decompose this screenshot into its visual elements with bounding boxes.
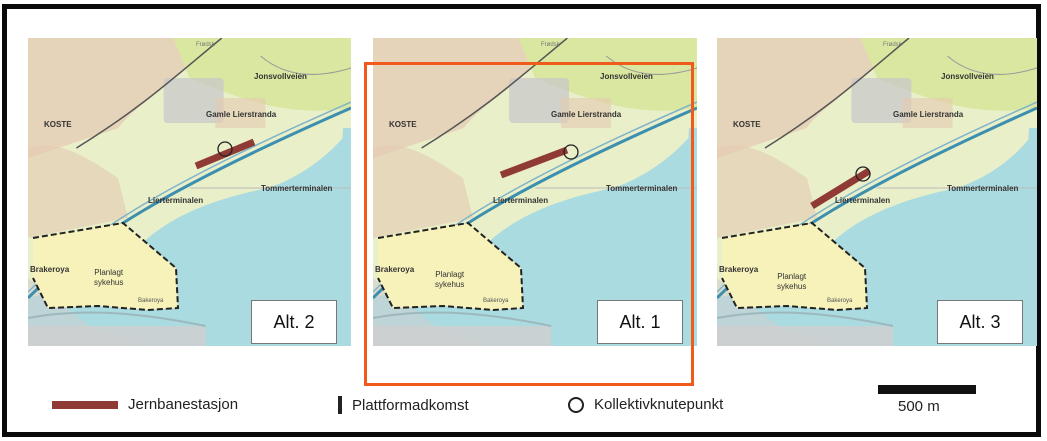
map-label-jonsvollveien: Jonsvollveien <box>254 72 307 81</box>
map-base <box>717 38 1037 346</box>
map-label-bakeroya-small: Bakeroya <box>138 298 164 304</box>
map-label-koste: KOSTE <box>389 120 417 129</box>
map-label-planlagt-sykehus: Planlagt sykehus <box>94 268 124 287</box>
map-label-planlagt-sykehus: Planlagt sykehus <box>435 270 465 289</box>
map-label-frodsk: Frødsk <box>883 42 902 48</box>
map-label-brakeroya: Brakeroya <box>375 265 415 274</box>
map-label-koste: KOSTE <box>44 120 72 129</box>
map-base <box>28 38 351 346</box>
map-label-tommerterminalen: Tommerterminalen <box>606 184 678 193</box>
scale-bar-label: 500 m <box>898 398 940 415</box>
map-label-jonsvollveien: Jonsvollveien <box>600 72 653 81</box>
legend-platform-access: Plattformadkomst <box>338 396 469 414</box>
alt-label: Alt. 1 <box>597 300 683 344</box>
legend-platform-access-label: Plattformadkomst <box>352 396 469 414</box>
map-label-brakeroya: Brakeroya <box>30 265 70 274</box>
legend-railway-station-label: Jernbanestasjon <box>128 396 239 413</box>
alt-label: Alt. 3 <box>937 300 1023 344</box>
selected-alternative-highlight <box>364 62 694 386</box>
alt-label: Alt. 2 <box>251 300 337 344</box>
map-label-bakeroya-small: Bakeroya <box>827 298 853 304</box>
railway-station-swatch-icon <box>52 400 118 409</box>
map-panel-alt-3[interactable]: KOSTE Jonsvollveien Gamle Lierstranda To… <box>717 38 1037 346</box>
map-label-gamle-lierstranda: Gamle Lierstranda <box>893 110 964 119</box>
map-label-frodsk: Frødsk <box>196 42 215 48</box>
map-label-planlagt-sykehus: Planlagt sykehus <box>777 272 807 291</box>
map-label-gamle-lierstranda: Gamle Lierstranda <box>551 110 622 119</box>
map-panel-alt-2[interactable]: KOSTE Jonsvollveien Gamle Lierstranda To… <box>28 38 351 346</box>
map-base <box>373 38 697 346</box>
map-label-gamle-lierstranda: Gamle Lierstranda <box>206 110 277 119</box>
map-label-jonsvollveien: Jonsvollveien <box>941 72 994 81</box>
map-label-frodsk: Frødsk <box>541 42 560 48</box>
legend-railway-station: Jernbanestasjon <box>52 396 238 413</box>
map-label-tommerterminalen: Tommerterminalen <box>947 184 1019 193</box>
map-label-lierterminalen: Lierterminalen <box>835 196 891 205</box>
circle-outline-icon <box>568 396 584 413</box>
map-label-lierterminalen: Lierterminalen <box>148 196 204 205</box>
map-panel-alt-1[interactable]: KOSTE Jonsvollveien Gamle Lierstranda To… <box>373 38 697 346</box>
map-legend: Jernbanestasjon Plattformadkomst Kollekt… <box>0 386 1047 436</box>
map-label-koste: KOSTE <box>733 120 761 129</box>
legend-transit-hub: Kollektivknutepunkt <box>568 396 723 413</box>
legend-transit-hub-label: Kollektivknutepunkt <box>594 396 724 413</box>
scale-bar <box>878 385 976 394</box>
bar-icon <box>338 396 342 414</box>
map-label-bakeroya-small: Bakeroya <box>483 298 509 304</box>
map-label-brakeroya: Brakeroya <box>719 265 759 274</box>
map-label-tommerterminalen: Tommerterminalen <box>261 184 333 193</box>
map-label-lierterminalen: Lierterminalen <box>493 196 549 205</box>
